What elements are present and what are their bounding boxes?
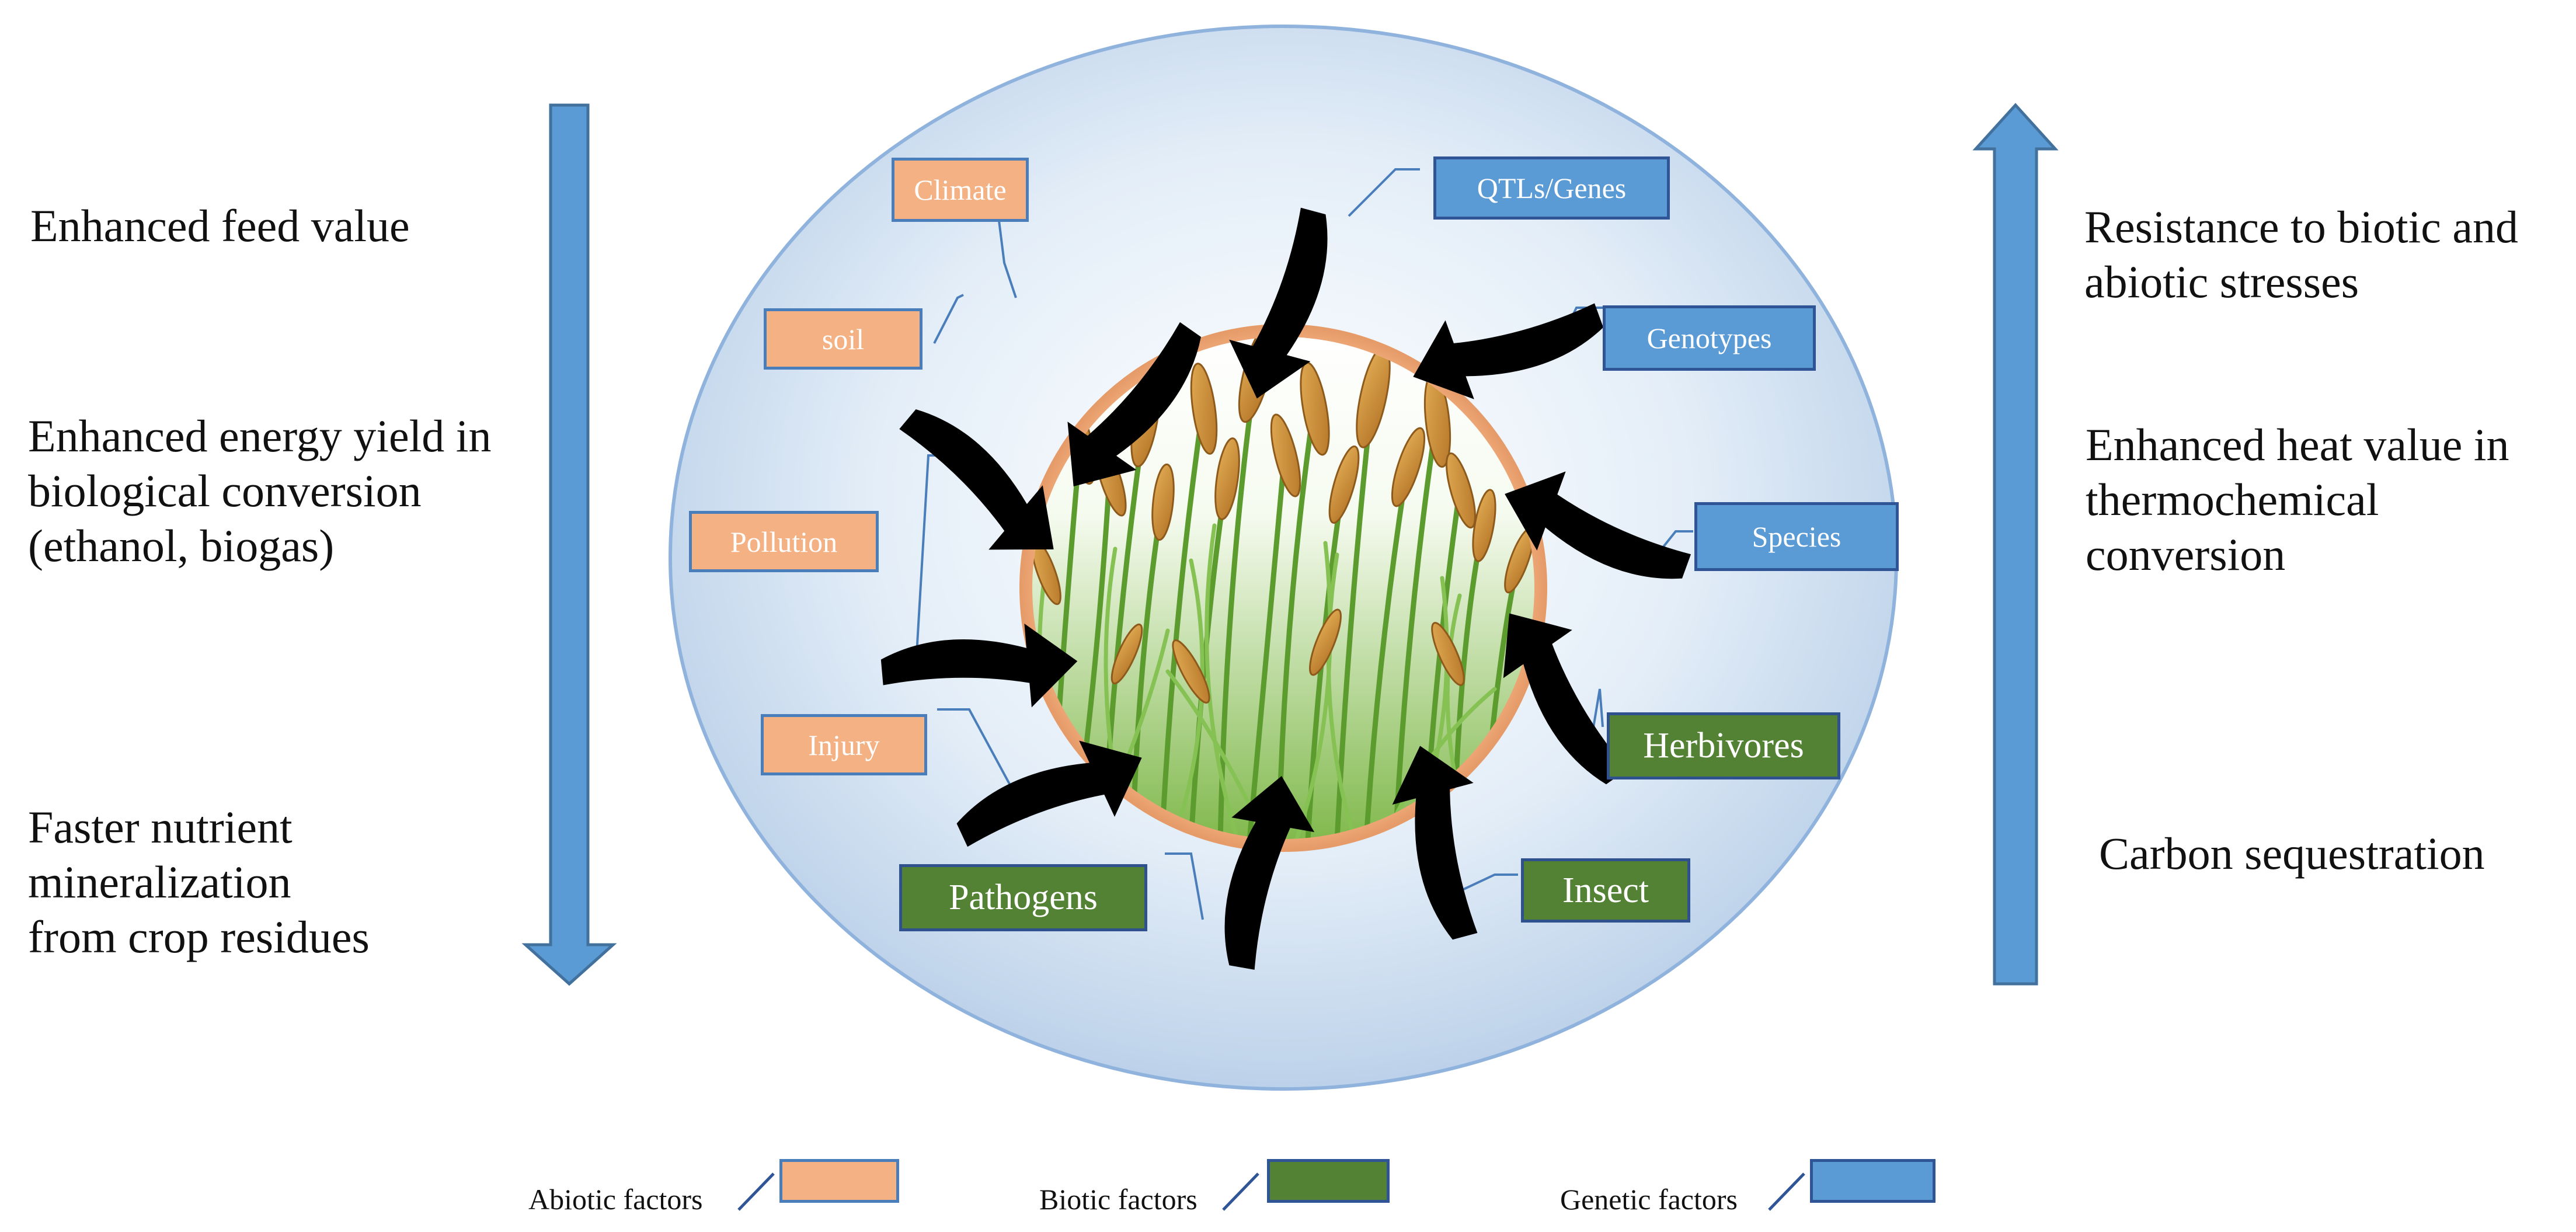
factor-injury: Injury — [761, 714, 927, 775]
left-effect-energy: Enhanced energy yield in biological conv… — [28, 410, 492, 571]
factor-species: Species — [1694, 502, 1899, 571]
factor-herbivores: Herbivores — [1607, 712, 1840, 779]
arrow-from-injury — [956, 740, 1142, 847]
factor-genotypes: Genotypes — [1603, 305, 1816, 371]
legend-abiotic-label: Abiotic factors — [528, 1183, 703, 1216]
right-effect-heat: Enhanced heat value in thermochemical co… — [2086, 419, 2509, 580]
factor-qtls-genes: QTLs/Genes — [1433, 156, 1670, 220]
arrow-from-herbivores — [1503, 613, 1628, 785]
right-effect-resistance: Resistance to biotic and abiotic stresse… — [2084, 201, 2518, 307]
right-up-arrow — [1972, 103, 2059, 986]
factor-soil: soil — [764, 308, 923, 370]
factor-pathogens: Pathogens — [899, 864, 1147, 931]
left-effect-feed: Enhanced feed value — [30, 200, 410, 251]
arrow-from-insect — [1392, 746, 1478, 940]
arrow-from-climate — [1067, 322, 1202, 487]
legend-biotic-label: Biotic factors — [1039, 1183, 1198, 1216]
left-effect-nutrient: Faster nutrient mineralization from crop… — [28, 802, 370, 962]
factor-insect: Insect — [1521, 858, 1690, 923]
arrow-from-pathogens — [1224, 775, 1315, 970]
legend-genetic-label: Genetic factors — [1560, 1183, 1738, 1216]
arrow-from-genotypes — [1413, 303, 1604, 399]
arrow-from-qtls-genes — [1229, 207, 1328, 399]
curved-arrow-icon — [880, 207, 1691, 970]
arrow-from-soil — [899, 409, 1054, 550]
right-effect-carbon: Carbon sequestration — [2099, 828, 2485, 879]
legend-abiotic-swatch — [779, 1159, 899, 1203]
legend-biotic-swatch — [1267, 1159, 1390, 1203]
factor-pollution: Pollution — [689, 511, 879, 572]
left-down-arrow — [521, 103, 617, 986]
arrow-from-pollution — [880, 624, 1078, 708]
legend-genetic-swatch — [1810, 1159, 1936, 1203]
legend-connectors — [737, 1172, 1805, 1211]
arrow-from-species — [1505, 471, 1691, 579]
factor-climate: Climate — [892, 158, 1029, 222]
